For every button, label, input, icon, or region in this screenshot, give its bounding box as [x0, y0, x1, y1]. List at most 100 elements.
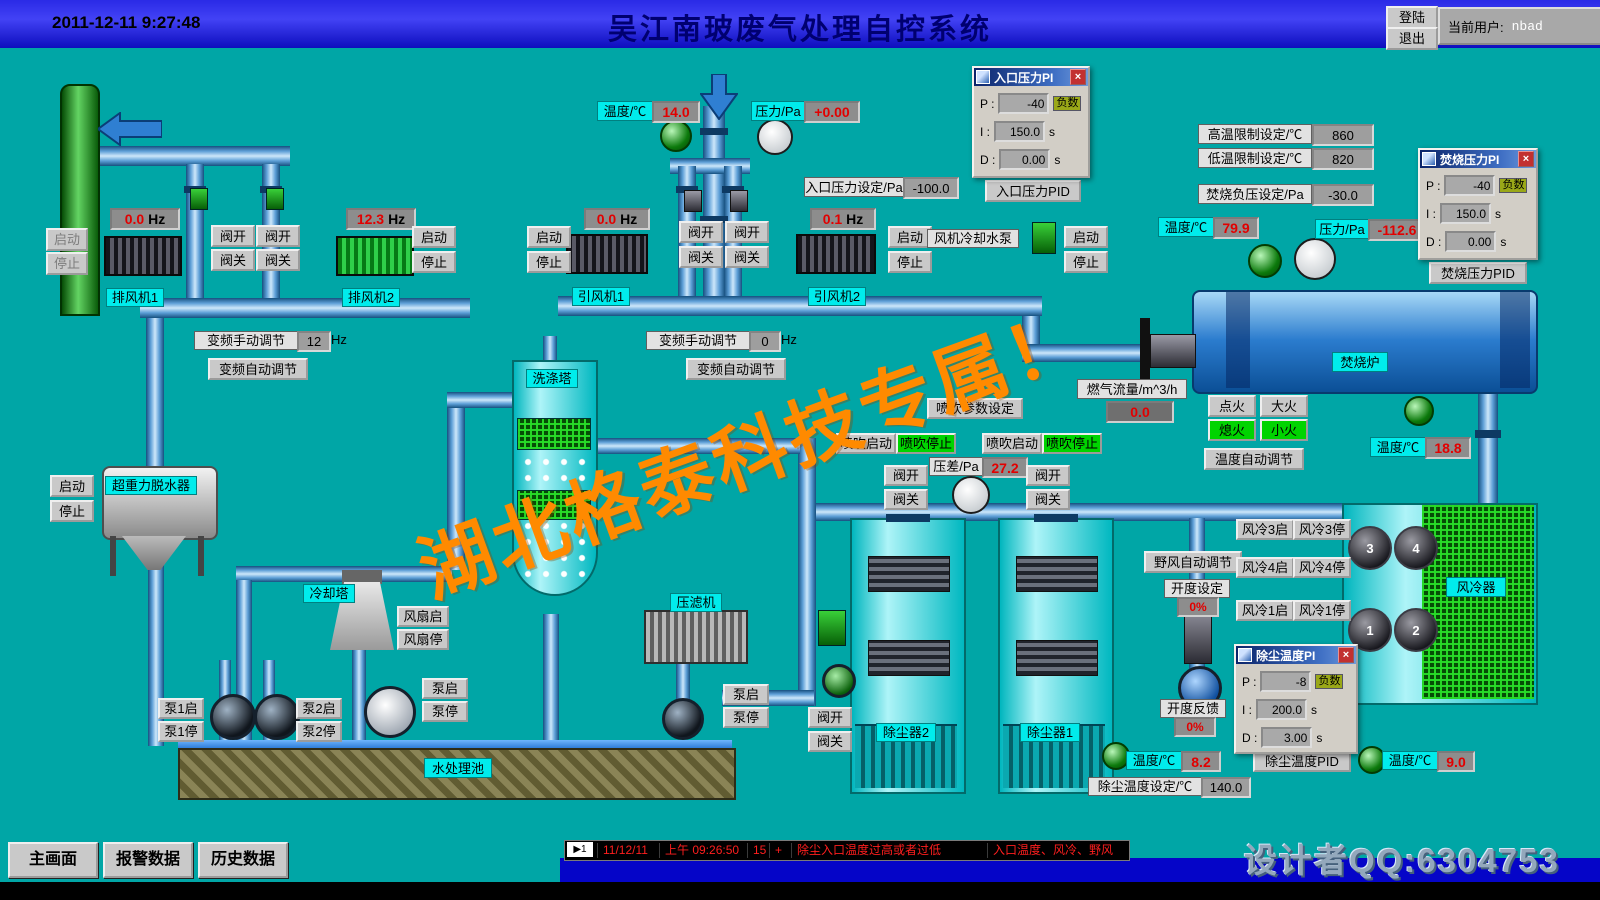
nav-main-screen-button[interactable]: 主画面	[8, 842, 98, 878]
cooling-pump-start-button[interactable]: 启动	[1064, 226, 1108, 248]
inlet-pressure-pid-button[interactable]: 入口压力PID	[985, 180, 1081, 202]
ignite-button[interactable]: 点火	[1208, 395, 1256, 417]
cooling-fan-start-button[interactable]: 风扇启	[397, 606, 449, 627]
induced-fan1-stop-button[interactable]: 停止	[527, 251, 571, 273]
d-value[interactable]: 0.00	[999, 149, 1051, 170]
close-icon[interactable]: ×	[1518, 151, 1534, 167]
login-button[interactable]: 登陆	[1386, 6, 1438, 29]
i-value[interactable]: 150.0	[1440, 203, 1492, 224]
blow-stop-button-1[interactable]: 喷吹停止	[1042, 433, 1102, 454]
high-temp-limit-value[interactable]: 860	[1312, 124, 1374, 146]
chimney-start-button[interactable]: 启动	[46, 228, 88, 251]
induced-fan2-stop-button[interactable]: 停止	[888, 251, 932, 273]
induced-vfd-auto-button[interactable]: 变频自动调节	[686, 358, 786, 380]
d-value[interactable]: 3.00	[1261, 727, 1313, 748]
aircool-fan3-stop-button[interactable]: 风冷3停	[1293, 519, 1351, 540]
blow-start-button-1[interactable]: 喷吹启动	[982, 433, 1042, 454]
nav-history-data-button[interactable]: 历史数据	[198, 842, 288, 878]
exhaust-vfd-manual-value[interactable]: 12	[297, 331, 331, 352]
alarm-marker[interactable]: ▶1	[567, 842, 593, 857]
blow-param-button[interactable]: 喷吹参数设定	[927, 398, 1023, 419]
blow-stop-button-2[interactable]: 喷吹停止	[896, 433, 956, 454]
logout-button[interactable]: 退出	[1386, 27, 1438, 50]
exhaust-valve2-close-button[interactable]: 阀关	[256, 249, 300, 271]
low-temp-limit-value[interactable]: 820	[1312, 148, 1374, 170]
aircool-fan1-start-button[interactable]: 风冷1启	[1236, 600, 1294, 621]
cooling-pump-stop-button[interactable]: 停止	[1064, 251, 1108, 273]
dialog-titlebar[interactable]: 焚烧压力PI ×	[1420, 150, 1536, 168]
pump3-start-button[interactable]: 泵启	[422, 678, 468, 699]
temp-auto-adjust-button[interactable]: 温度自动调节	[1204, 448, 1304, 470]
collector2-valve-close-button[interactable]: 阀关	[884, 489, 928, 510]
induced-fan2-label: 引风机2	[808, 287, 866, 306]
collector1-valve-open-button[interactable]: 阀开	[1026, 465, 1070, 486]
induced-valve1-close-button[interactable]: 阀关	[679, 246, 723, 268]
ash-valve-open-button[interactable]: 阀开	[808, 707, 852, 728]
wild-air-auto-button[interactable]: 野风自动调节	[1144, 551, 1242, 573]
temp-sensor-icon	[1404, 396, 1434, 426]
dust-temp-setting-value[interactable]: 140.0	[1201, 777, 1251, 798]
aircool-fan3-start-button[interactable]: 风冷3启	[1236, 519, 1294, 540]
aircool-fan4-stop-button[interactable]: 风冷4停	[1293, 557, 1351, 578]
chimney-stop-button[interactable]: 停止	[46, 252, 88, 275]
dust-temp-pid-button[interactable]: 除尘温度PID	[1253, 751, 1351, 772]
exhaust-vfd-auto-button[interactable]: 变频自动调节	[208, 358, 308, 380]
inlet-pressure-setting-value[interactable]: -100.0	[903, 177, 959, 199]
exhaust-valve2-open-button[interactable]: 阀开	[256, 225, 300, 247]
burn-pressure-pid-button[interactable]: 焚烧压力PID	[1429, 262, 1527, 284]
dialog-titlebar[interactable]: 除尘温度PI ×	[1236, 646, 1356, 664]
collector2-valve-open-button[interactable]: 阀开	[884, 465, 928, 486]
small-fire-button[interactable]: 小火	[1260, 419, 1308, 441]
negative-chip: 负数	[1315, 674, 1344, 689]
induced-valve2-close-button[interactable]: 阀关	[725, 246, 769, 268]
induced-valve1-open-button[interactable]: 阀开	[679, 221, 723, 243]
p-value[interactable]: -40	[1444, 175, 1496, 196]
air-cooler-fan-1: 1	[1348, 608, 1392, 652]
exhaust-valve1-open-button[interactable]: 阀开	[211, 225, 255, 247]
exhaust-valve1-close-button[interactable]: 阀关	[211, 249, 255, 271]
alarm-ticker[interactable]: ▶1 11/12/11 上午 09:26:50 15 + 除尘入口温度过高或者过…	[564, 840, 1130, 861]
big-fire-button[interactable]: 大火	[1260, 395, 1308, 417]
press-pump-stop-button[interactable]: 泵停	[723, 707, 769, 728]
cooling-fan-stop-button[interactable]: 风扇停	[397, 629, 449, 650]
pump2-stop-button[interactable]: 泵2停	[296, 721, 342, 742]
induced-valve2-open-button[interactable]: 阀开	[725, 221, 769, 243]
pump1-stop-button[interactable]: 泵1停	[158, 721, 204, 742]
induced-fan1-start-button[interactable]: 启动	[527, 226, 571, 248]
dialog-titlebar[interactable]: 入口压力PI ×	[974, 68, 1088, 86]
incinerator-label: 焚烧炉	[1332, 352, 1388, 372]
exhaust-fan1-label: 排风机1	[106, 288, 164, 307]
press-pump-start-button[interactable]: 泵启	[723, 684, 769, 705]
close-icon[interactable]: ×	[1338, 647, 1354, 663]
close-icon[interactable]: ×	[1070, 69, 1086, 85]
i-value[interactable]: 150.0	[994, 121, 1046, 142]
induced-fan2-start-button[interactable]: 启动	[888, 226, 932, 248]
collector1-valve-close-button[interactable]: 阀关	[1026, 489, 1070, 510]
aircool-fan1-stop-button[interactable]: 风冷1停	[1293, 600, 1351, 621]
d-value[interactable]: 0.00	[1445, 231, 1497, 252]
p-value[interactable]: -8	[1260, 671, 1312, 692]
pump2-start-button[interactable]: 泵2启	[296, 698, 342, 719]
i-value[interactable]: 200.0	[1256, 699, 1308, 720]
p-value[interactable]: -40	[998, 93, 1050, 114]
filter-press-body	[644, 610, 748, 664]
pump3-stop-button[interactable]: 泵停	[422, 701, 468, 722]
seconds-unit: s	[1500, 234, 1507, 249]
pipe	[543, 614, 559, 746]
exhaust-fan2-stop-button[interactable]: 停止	[412, 251, 456, 273]
flame-off-button[interactable]: 熄火	[1208, 419, 1256, 441]
pump1-start-button[interactable]: 泵1启	[158, 698, 204, 719]
pipe	[543, 336, 557, 364]
aircool-fan4-start-button[interactable]: 风冷4启	[1236, 557, 1294, 578]
blow-start-button-2[interactable]: 喷吹启动	[836, 433, 896, 454]
ash-valve-close-button[interactable]: 阀关	[808, 731, 852, 752]
induced-vfd-manual-value[interactable]: 0	[749, 331, 781, 352]
dehydrator-start-button[interactable]: 启动	[50, 475, 94, 497]
dehydrator-stop-button[interactable]: 停止	[50, 500, 94, 522]
burn-neg-pressure-value[interactable]: -30.0	[1312, 184, 1374, 206]
nav-alarm-data-button[interactable]: 报警数据	[103, 842, 193, 878]
exhaust-fan2-start-button[interactable]: 启动	[412, 226, 456, 248]
